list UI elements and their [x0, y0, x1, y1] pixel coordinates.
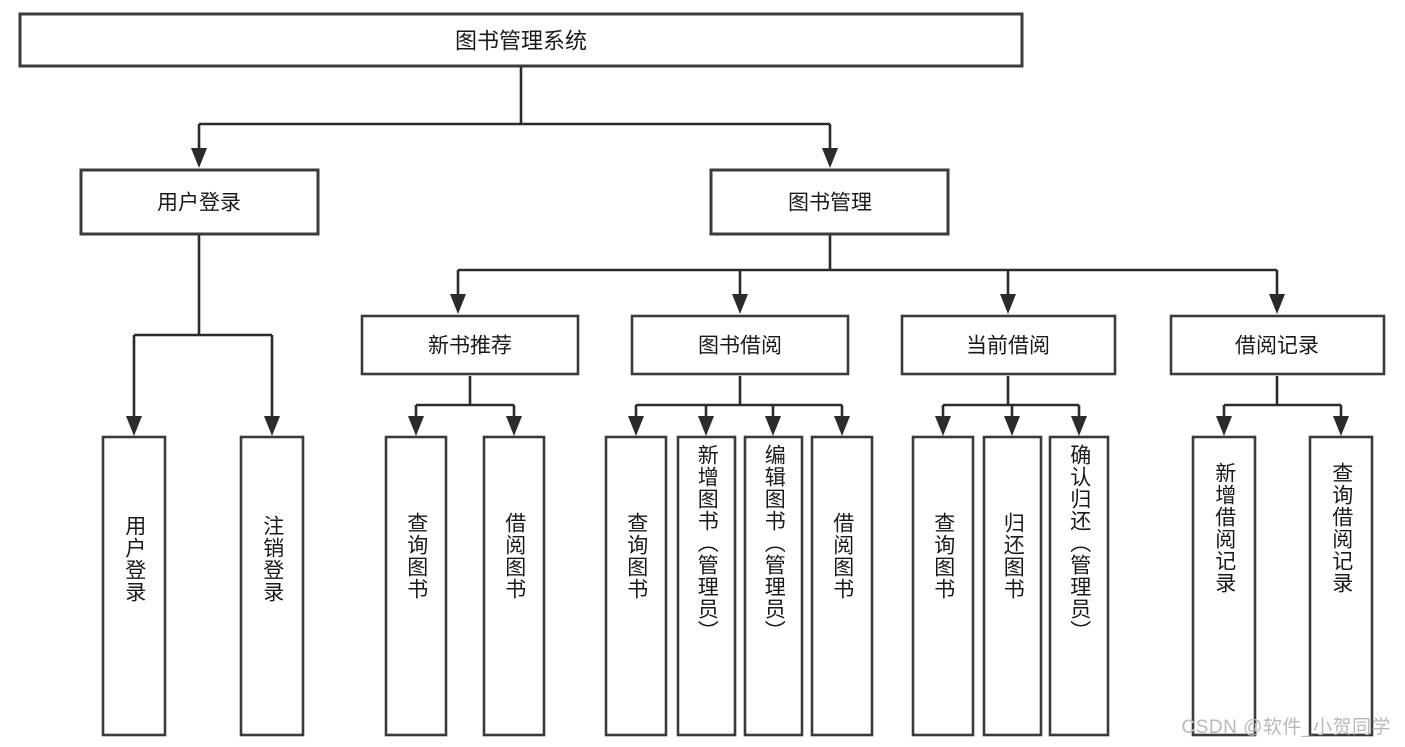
book-management-box[interactable]: [709, 168, 950, 236]
node-current-borrow[interactable]: 当前借阅: [900, 314, 1117, 376]
connectors-book-mgmt-to-level3: [450, 234, 1285, 314]
arrowhead-br-add-record: [1216, 416, 1232, 436]
leaf-box-user-login[interactable]: [101, 435, 167, 737]
connectors-root-to-level2: [191, 66, 838, 168]
leaf-box-bb-add-book[interactable]: [676, 435, 737, 737]
arrowhead-cb-query-book: [935, 416, 951, 436]
watermark-text: CSDN @软件_小贺同学: [1181, 717, 1391, 738]
arrowhead-current-borrow: [1000, 294, 1016, 314]
arrowhead-bb-borrow-book: [834, 416, 850, 436]
arrowhead-nb-query-book: [408, 416, 424, 436]
arrowhead-new-book-recommend: [450, 294, 466, 314]
connectors-borrow-record-to-leaves: [1216, 376, 1349, 436]
connectors-book-borrow-to-leaves: [628, 376, 850, 436]
leaf-box-bb-query-book[interactable]: [604, 435, 668, 737]
leaf-box-logout[interactable]: [239, 435, 305, 737]
arrowhead-bb-add-book: [698, 416, 714, 436]
root-label: 图书管理系统: [455, 29, 587, 54]
node-book-borrow[interactable]: 图书借阅: [630, 314, 850, 376]
arrowhead-bb-edit-book: [765, 416, 781, 436]
arrowhead-leaf-logout: [264, 416, 280, 436]
node-book-management[interactable]: 图书管理: [709, 168, 950, 236]
leaf-box-cb-query-book[interactable]: [911, 435, 975, 737]
leaf-box-br-add-record[interactable]: [1191, 435, 1257, 737]
arrowhead-book-mgmt: [822, 148, 838, 168]
connectors-user-login-to-leaves: [126, 234, 280, 436]
leaf-box-cb-confirm-return[interactable]: [1048, 435, 1110, 737]
arrowhead-cb-return-book: [1004, 416, 1020, 436]
arrowhead-bb-query-book: [628, 416, 644, 436]
arrowhead-book-borrow: [732, 294, 748, 314]
arrowhead-cb-confirm-return: [1071, 416, 1087, 436]
book-management-label: 图书管理: [788, 192, 872, 215]
root-box[interactable]: [18, 12, 1024, 68]
node-root[interactable]: 图书管理系统: [18, 12, 1024, 68]
arrowhead-nb-borrow-book: [506, 416, 522, 436]
arrowhead-user-login: [191, 148, 207, 168]
leaf-box-bb-edit-book[interactable]: [743, 435, 804, 737]
user-login-label: 用户登录: [157, 192, 241, 215]
node-new-book-recommend[interactable]: 新书推荐: [360, 314, 580, 376]
book-borrow-label: 图书借阅: [698, 335, 782, 358]
new-book-recommend-box[interactable]: [360, 314, 580, 376]
node-borrow-record[interactable]: 借阅记录: [1169, 314, 1386, 376]
book-borrow-box[interactable]: [630, 314, 850, 376]
node-user-login[interactable]: 用户登录: [79, 168, 320, 236]
leaf-box-nb-query-book[interactable]: [384, 435, 448, 737]
arrowhead-br-query-record: [1333, 416, 1349, 436]
leaf-box-bb-borrow-book[interactable]: [810, 435, 874, 737]
leaf-box-cb-return-book[interactable]: [982, 435, 1043, 737]
current-borrow-label: 当前借阅: [966, 335, 1050, 358]
user-login-box[interactable]: [79, 168, 320, 236]
arrowhead-borrow-record: [1269, 294, 1285, 314]
leaf-boxes: [101, 435, 1374, 737]
connectors-current-borrow-to-leaves: [935, 376, 1087, 436]
current-borrow-box[interactable]: [900, 314, 1117, 376]
leaf-box-br-query-record[interactable]: [1308, 435, 1374, 737]
connectors-new-book-to-leaves: [408, 376, 522, 436]
borrow-record-label: 借阅记录: [1235, 335, 1319, 358]
arrowhead-leaf-user-login: [126, 416, 142, 436]
new-book-recommend-label: 新书推荐: [428, 335, 512, 358]
borrow-record-box[interactable]: [1169, 314, 1386, 376]
leaf-box-nb-borrow-book[interactable]: [482, 435, 546, 737]
